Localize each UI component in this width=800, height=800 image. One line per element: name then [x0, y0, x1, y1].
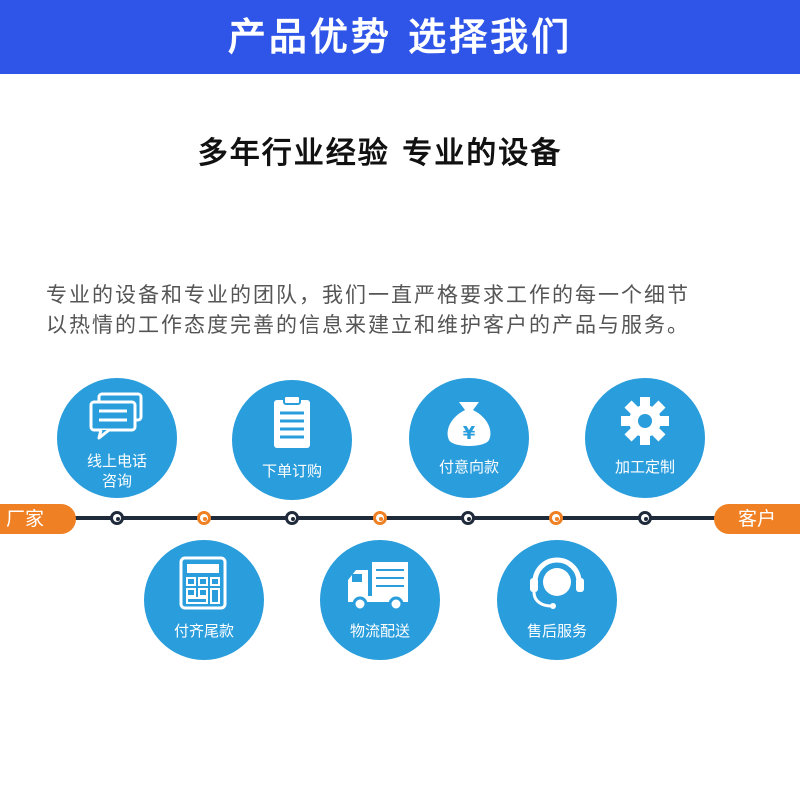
step-custom-processing: 加工定制 [585, 378, 705, 498]
step-after-sales: 售后服务 [497, 540, 617, 660]
step-place-order: 下单订购 [232, 380, 352, 500]
timeline-node [110, 511, 124, 525]
chat-bubbles-icon [89, 392, 143, 440]
process-timeline [0, 516, 800, 520]
timeline-node [638, 511, 652, 525]
truck-icon [348, 562, 408, 612]
clipboard-icon [274, 395, 310, 448]
step-label: 下单订购 [261, 462, 322, 480]
header-banner: 产品优势 选择我们 [0, 0, 800, 74]
step-label: 售后服务 [526, 622, 587, 640]
intro-line-2: 以热情的工作态度完善的信息来建立和维护客户的产品与服务。 [46, 313, 690, 337]
gear-icon [621, 397, 669, 445]
yen-symbol: ¥ [463, 423, 476, 444]
timeline-node [197, 511, 211, 525]
headline: 多年行业经验 专业的设备 [197, 136, 563, 171]
timeline-node [549, 511, 563, 525]
headset-icon [530, 557, 584, 609]
step-label: 物流配送 [349, 622, 410, 640]
step-pay-balance: 付齐尾款 [144, 540, 264, 660]
step-label-line2: 咨询 [101, 472, 132, 490]
money-bag-icon: ¥ [447, 402, 491, 446]
step-logistics: 物流配送 [320, 540, 440, 660]
step-label: 线上电话 [86, 452, 147, 470]
start-tag: 厂家 [0, 504, 76, 534]
intro-line-1: 专业的设备和专业的团队，我们一直严格要求工作的每一个细节 [46, 283, 690, 307]
step-label: 付意向款 [438, 458, 499, 476]
step-deposit: ¥ 付意向款 [409, 378, 529, 498]
step-label: 加工定制 [614, 458, 675, 476]
calculator-icon [179, 556, 227, 610]
step-label: 付齐尾款 [173, 622, 234, 640]
timeline-node [285, 511, 299, 525]
timeline-node [373, 511, 387, 525]
timeline-node [461, 511, 475, 525]
step-phone-consult: 线上电话 咨询 [57, 378, 177, 498]
end-tag: 客户 [714, 504, 800, 534]
banner-title: 产品优势 选择我们 [227, 15, 573, 59]
intro-text: 专业的设备和专业的团队，我们一直严格要求工作的每一个细节 以热情的工作态度完善的… [46, 280, 766, 340]
